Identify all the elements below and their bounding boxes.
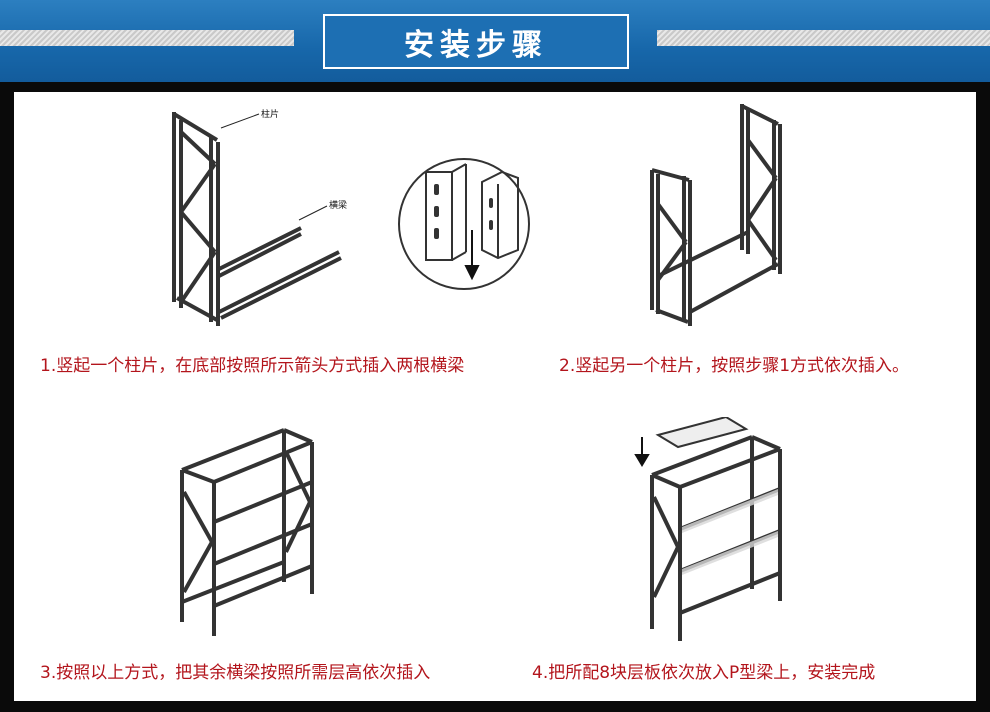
instructions-panel: 柱片 横梁 bbox=[14, 92, 976, 701]
step2-caption: 2.竖起另一个柱片，按照步骤1方式依次插入。 bbox=[559, 356, 910, 376]
label-beam: 横梁 bbox=[329, 199, 347, 211]
step4-caption: 4.把所配8块层板依次放入P型梁上，安装完成 bbox=[532, 663, 876, 683]
step1-caption: 1.竖起一个柱片，在底部按照所示箭头方式插入两根横梁 bbox=[40, 356, 465, 376]
page-title: 安装步骤 bbox=[404, 27, 548, 63]
decorative-stripe-right bbox=[657, 30, 990, 46]
down-arrow-icon bbox=[634, 437, 650, 467]
step1-illustration: 柱片 横梁 bbox=[172, 108, 347, 326]
title-box: 安装步骤 bbox=[323, 14, 629, 69]
step3-illustration bbox=[180, 428, 314, 636]
header-banner: 安装步骤 bbox=[0, 0, 990, 82]
step4-illustration bbox=[634, 417, 782, 641]
label-upright: 柱片 bbox=[261, 108, 279, 120]
connector-detail-illustration bbox=[398, 158, 530, 290]
step3-caption: 3.按照以上方式，把其余横梁按照所需层高依次插入 bbox=[40, 663, 431, 683]
decorative-stripe-left bbox=[0, 30, 294, 46]
step2-illustration bbox=[650, 104, 782, 326]
